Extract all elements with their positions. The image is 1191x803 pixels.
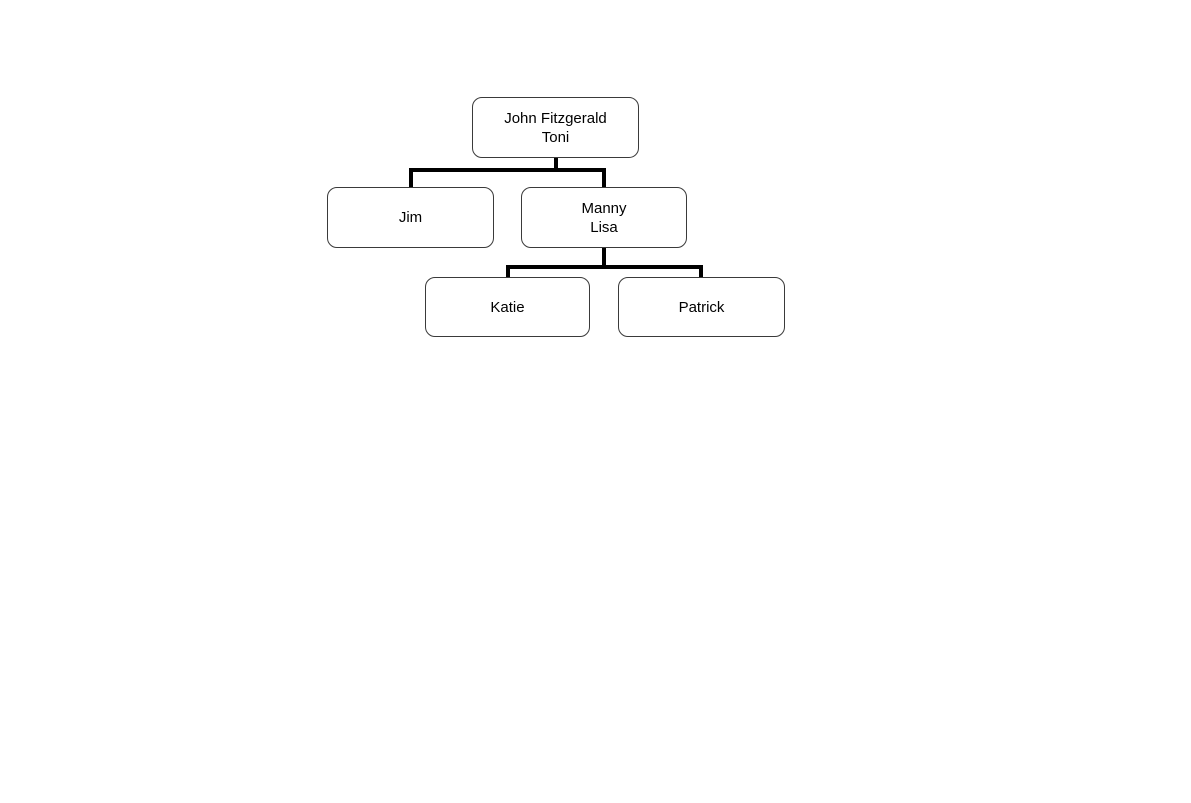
node-label-jim-line-1: Jim xyxy=(398,209,423,226)
node-box-jim[interactable]: Jim xyxy=(327,187,494,248)
node-box-patrick[interactable]: Patrick xyxy=(618,277,785,337)
node-box-katie[interactable]: Katie xyxy=(425,277,590,337)
node-label-katie-line-1: Katie xyxy=(490,298,525,316)
connector-root-to-level2 xyxy=(409,158,606,187)
connector-manny-to-level3 xyxy=(506,248,703,277)
node-label-john-fitzgerald-toni-line-1: John Fitzgerald xyxy=(504,109,607,127)
node-label-manny-lisa-line-1: Manny xyxy=(581,199,627,217)
node-label-patrick-line-1: Patrick xyxy=(678,298,725,316)
node-label-john-fitzgerald-toni-line-2: Toni xyxy=(541,128,570,146)
node-label-manny-lisa-line-2: Lisa xyxy=(590,218,618,236)
